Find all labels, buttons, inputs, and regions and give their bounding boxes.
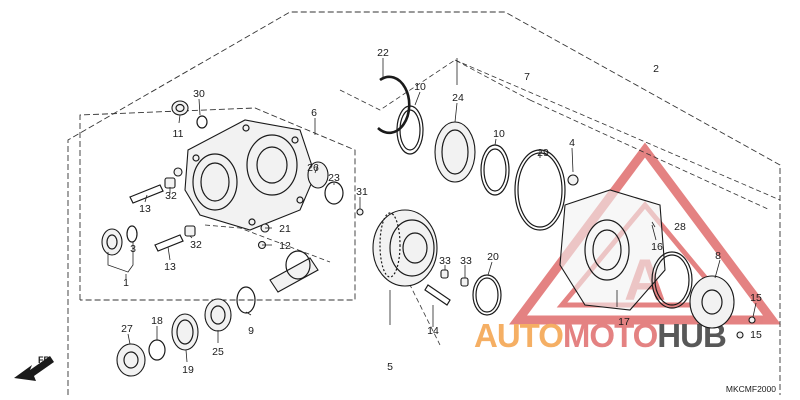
- left-bearing: [101, 225, 138, 256]
- part-label-33-left: 33: [439, 255, 451, 267]
- watermark-middle: MOTO: [563, 317, 658, 354]
- part-label-12: 12: [279, 240, 291, 252]
- front-direction-arrow-icon: [14, 356, 54, 381]
- part-label-11: 11: [173, 128, 184, 140]
- part-label-8: 8: [715, 250, 721, 262]
- bottom-parts: [116, 286, 256, 377]
- part-label-25: 25: [212, 346, 224, 358]
- part-label-13-upper: 13: [139, 203, 151, 215]
- part-label-16: 16: [651, 241, 663, 253]
- watermark: A AUTOMOTOHUB: [474, 142, 781, 354]
- final-gear-case: [184, 119, 316, 231]
- pins-and-bolt: [424, 269, 469, 306]
- part-label-30: 30: [193, 88, 205, 100]
- part-label-5: 5: [387, 361, 393, 373]
- direction-label: FR.: [38, 355, 53, 365]
- part-label-21: 21: [279, 223, 291, 235]
- shims-and-rings: [377, 75, 566, 316]
- part-label-10-lower: 10: [493, 128, 505, 140]
- part-label-1: 1: [123, 277, 129, 289]
- part-label-18: 18: [151, 315, 163, 327]
- diagram-code: MKCMF2000: [726, 384, 776, 394]
- part-label-29: 29: [537, 147, 549, 159]
- gear-case-cover: [559, 174, 756, 339]
- part-label-31: 31: [356, 186, 368, 198]
- leader-lines: [107, 58, 757, 363]
- part-label-4: 4: [569, 137, 575, 149]
- part-label-27: 27: [121, 323, 133, 335]
- watermark-left: AUTO: [474, 317, 563, 354]
- watermark-text: AUTOMOTOHUB: [474, 317, 726, 354]
- part-label-20: 20: [487, 251, 499, 263]
- part-label-32-upper: 32: [165, 190, 177, 202]
- part-label-6: 6: [311, 107, 317, 119]
- part-label-23: 23: [328, 172, 340, 184]
- part-labels: 22 7 2 10 24 10 29 4 6 30 11 26 23 31 21…: [121, 47, 762, 376]
- part-label-24: 24: [452, 92, 464, 104]
- part-label-13-lower: 13: [164, 261, 176, 273]
- part-label-15-lower: 15: [750, 329, 762, 341]
- part-label-7: 7: [524, 71, 530, 83]
- part-label-3: 3: [130, 243, 136, 255]
- part-label-32-lower: 32: [190, 239, 202, 251]
- part-label-28: 28: [674, 221, 686, 233]
- ring-gear: [372, 209, 438, 287]
- part-label-26: 26: [307, 162, 319, 174]
- part-label-2: 2: [653, 63, 659, 75]
- part-label-22: 22: [377, 47, 389, 59]
- part-label-19: 19: [182, 364, 194, 376]
- breather-cap: [171, 100, 208, 129]
- part-label-14: 14: [427, 325, 439, 337]
- part-label-9: 9: [248, 325, 254, 337]
- part-label-15-upper: 15: [750, 292, 762, 304]
- part-label-17: 17: [618, 316, 630, 328]
- part-label-10-upper: 10: [414, 81, 426, 93]
- studs-and-dowels: [129, 167, 196, 252]
- part-label-33-right: 33: [460, 255, 472, 267]
